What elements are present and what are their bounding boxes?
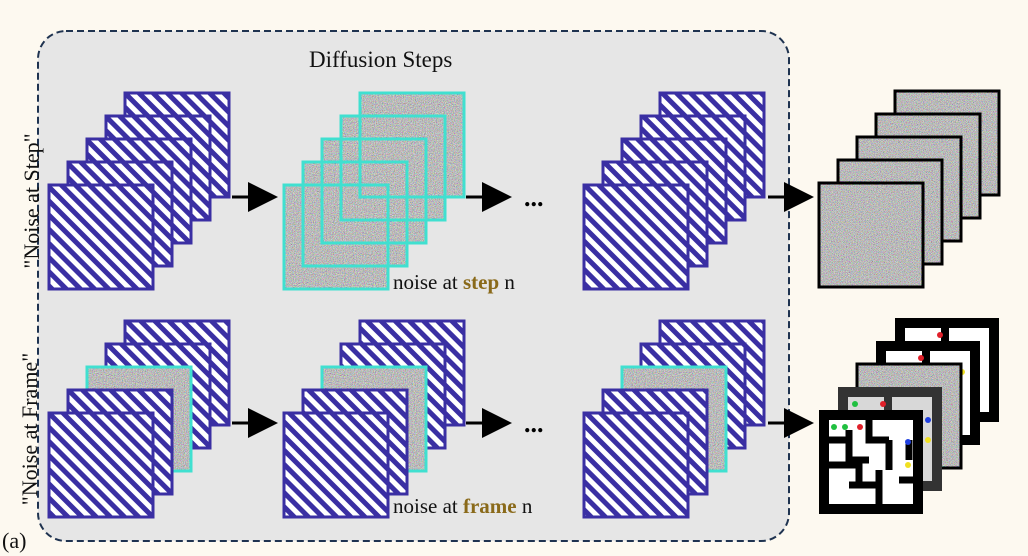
row-label-frame: "Noise at Frame" (17, 352, 42, 506)
frame-stack-1 (47, 319, 231, 519)
maze-frame (819, 410, 923, 514)
step-caption: noise at step n (393, 270, 515, 295)
caption-highlight: frame (462, 494, 517, 518)
frame-output-stack (819, 318, 999, 514)
step-noise-stack (282, 91, 466, 291)
caption-suffix: n (499, 270, 515, 294)
diagram-title: Diffusion Steps (309, 47, 453, 72)
ellipsis: ... (524, 409, 544, 438)
frame-stack-2 (282, 319, 466, 519)
step-output-stack (817, 89, 1001, 289)
frame-caption: noise at frame n (393, 494, 532, 519)
caption-prefix: noise at (393, 270, 463, 294)
ellipsis: ... (524, 183, 544, 212)
caption-prefix: noise at (393, 494, 463, 518)
caption-suffix: n (516, 494, 533, 518)
step-stack-3 (582, 91, 766, 291)
row-label-step: "Noise at Step" (19, 133, 44, 269)
caption-highlight: step (462, 270, 500, 294)
frame-stack-3 (582, 319, 766, 519)
step-stack-1 (47, 91, 231, 291)
panel-id: (a) (2, 528, 27, 553)
